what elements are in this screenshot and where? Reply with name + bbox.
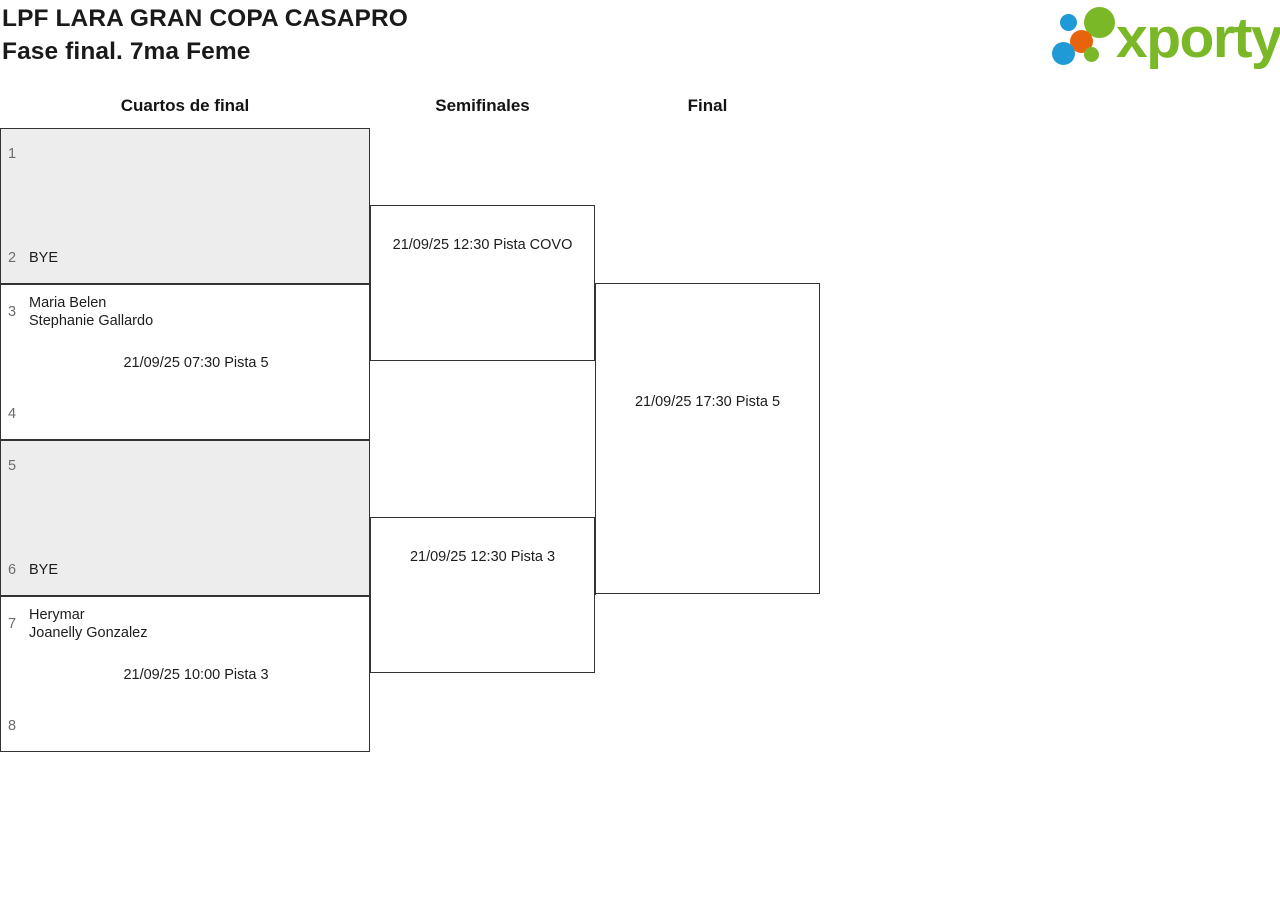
player-name: Herymar Joanelly Gonzalez [29,607,148,641]
match-box-sf2[interactable]: 21/09/25 12:30 Pista 3 [370,517,595,673]
match-box-qf4[interactable]: 7 Herymar Joanelly Gonzalez 21/09/25 10:… [0,596,370,752]
tournament-subtitle: Fase final. 7ma Feme [2,38,251,65]
seed-number: 7 [8,616,17,632]
match-info: 21/09/25 17:30 Pista 5 [634,394,781,410]
connector-sf1-to-final [595,283,596,284]
seed-number: 2 [8,250,17,266]
match-slot-top[interactable]: 7 Herymar Joanelly Gonzalez [1,605,369,643]
player-name: BYE [29,562,59,578]
seed-number: 5 [8,458,17,474]
match-box-final[interactable]: 21/09/25 17:30 Pista 5 [595,283,820,594]
match-info: 21/09/25 12:30 Pista 3 [409,549,556,565]
match-box-qf3[interactable]: 5 6 BYE [0,440,370,596]
match-slot-bottom[interactable]: 4 [1,403,369,425]
connector-sf2-to-final [595,594,596,595]
logo-dots-icon [1052,6,1130,68]
player-name: BYE [29,250,59,266]
match-box-qf1[interactable]: 1 2 BYE [0,128,370,284]
round-header-quarterfinals: Cuartos de final [120,96,250,115]
page-title: LPF LARA GRAN COPA CASAPRO Fase final. 7… [2,2,408,68]
page-header: LPF LARA GRAN COPA CASAPRO Fase final. 7… [0,0,1280,78]
match-slot-top[interactable]: 1 [1,143,369,165]
logo-dot-blue-small-icon [1060,14,1077,31]
match-slot-bottom[interactable]: 6 BYE [1,559,369,581]
match-box-qf2[interactable]: 3 Maria Belen Stephanie Gallardo 21/09/2… [0,284,370,440]
tournament-title: LPF LARA GRAN COPA CASAPRO [2,5,408,32]
round-header-final: Final [687,96,728,115]
match-info: 21/09/25 07:30 Pista 5 [123,355,269,371]
seed-number: 1 [8,146,17,162]
match-info: 21/09/25 12:30 Pista COVO [392,237,573,253]
seed-number: 3 [8,304,17,320]
match-slot-bottom[interactable]: 8 [1,715,369,737]
match-slot-top[interactable]: 5 [1,455,369,477]
round-header-semifinals: Semifinales [435,96,530,115]
logo-dot-green-small-icon [1084,47,1099,62]
player-name: Maria Belen Stephanie Gallardo [29,295,154,329]
seed-number: 6 [8,562,17,578]
match-box-sf1[interactable]: 21/09/25 12:30 Pista COVO [370,205,595,361]
logo-dot-blue-large-icon [1052,42,1075,65]
seed-number: 8 [8,718,17,734]
match-info: 21/09/25 10:00 Pista 3 [123,667,269,683]
logo-wordmark: xporty [1116,6,1280,70]
xporty-logo: xporty [1052,6,1280,70]
match-slot-top[interactable]: 3 Maria Belen Stephanie Gallardo [1,293,369,331]
match-slot-bottom[interactable]: 2 BYE [1,247,369,269]
seed-number: 4 [8,406,17,422]
